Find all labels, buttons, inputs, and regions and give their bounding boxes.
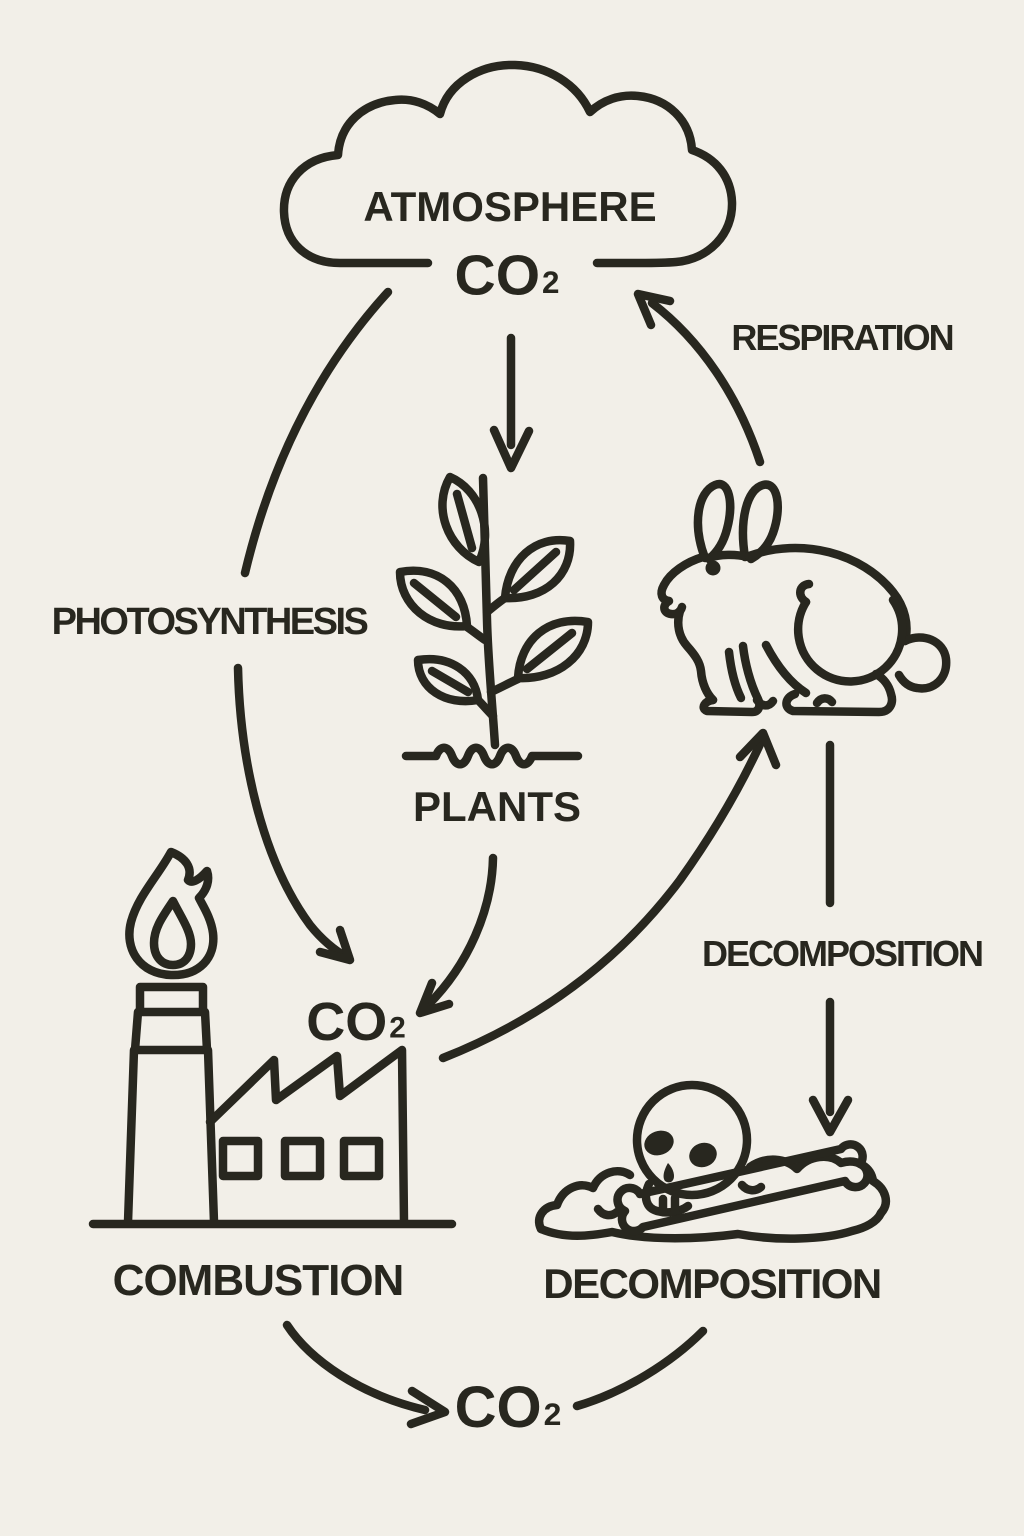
co2-main: CO bbox=[306, 992, 388, 1052]
arrow-atmosphere-to-plants bbox=[489, 333, 534, 473]
co2-subscript: 2 bbox=[543, 1395, 562, 1432]
photosynthesis-label: PHOTOSYNTHESIS bbox=[51, 601, 369, 643]
cloud-icon bbox=[279, 60, 737, 268]
decomposition-process-label: DECOMPOSITION bbox=[701, 933, 984, 974]
skull-and-bones-icon bbox=[534, 1080, 891, 1243]
combustion-label: COMBUSTION bbox=[112, 1256, 405, 1305]
rabbit-icon bbox=[657, 479, 951, 717]
co2-main: CO bbox=[454, 243, 541, 308]
decomposition-node-label: DECOMPOSITION bbox=[543, 1260, 882, 1307]
arrow-combustion-to-co2 bbox=[282, 1320, 450, 1429]
atmosphere-label: ATMOSPHERE bbox=[363, 183, 657, 230]
co2-subscript: 2 bbox=[389, 1011, 406, 1045]
co2-subscript: 2 bbox=[542, 264, 560, 300]
respiration-label: RESPIRATION bbox=[731, 317, 954, 358]
arrow-plants-to-co2 bbox=[415, 853, 498, 1018]
plants-label: PLANTS bbox=[413, 783, 581, 830]
plant-icon bbox=[395, 472, 593, 769]
arrow-respiration bbox=[633, 289, 765, 467]
curve-decomposition-to-co2 bbox=[572, 1326, 708, 1411]
arrow-co2-to-animal bbox=[438, 728, 781, 1063]
factory-icon bbox=[88, 982, 457, 1229]
arrow-decomposition bbox=[808, 740, 853, 1137]
flame-icon bbox=[125, 847, 218, 980]
co2-main: CO bbox=[454, 1375, 542, 1440]
arrow-photosynthesis bbox=[233, 287, 393, 965]
